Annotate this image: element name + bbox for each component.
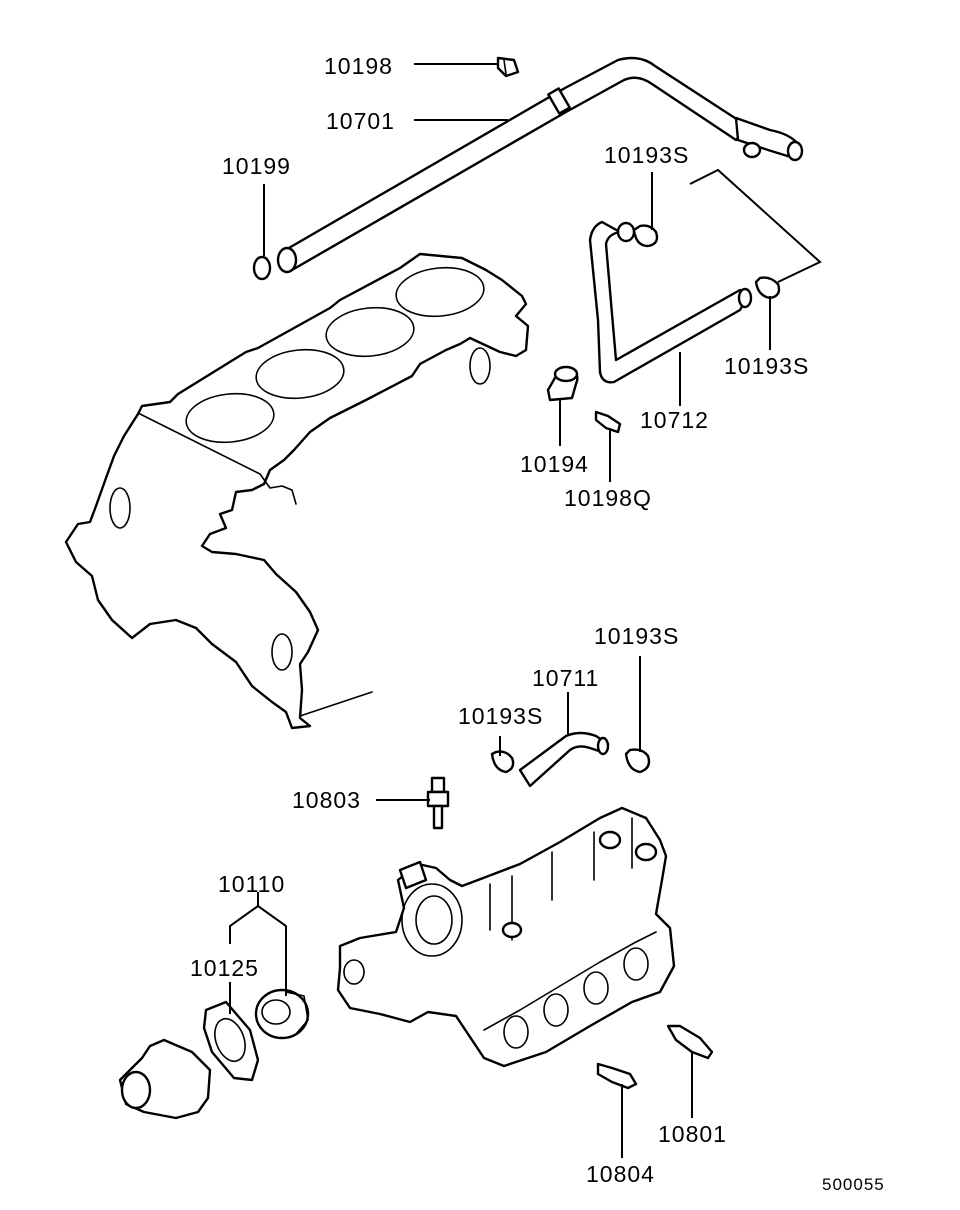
- callout-10801: 10801: [658, 1121, 727, 1147]
- callout-10193s-top: 10193S: [604, 142, 689, 168]
- hose-clamp-b: [754, 276, 781, 300]
- bolt-10198q: [594, 410, 622, 434]
- water-hose: [518, 731, 610, 788]
- bypass-hose: [588, 220, 753, 384]
- sensor-10804: [596, 1062, 638, 1090]
- callout-10803: 10803: [292, 787, 361, 813]
- callout-10701: 10701: [326, 108, 395, 134]
- leader-lines: [229, 63, 822, 1158]
- head-gasket: [64, 252, 530, 730]
- callout-10198: 10198: [324, 53, 393, 79]
- callout-10804: 10804: [586, 1161, 655, 1187]
- sensor-10801: [666, 1024, 714, 1060]
- figure-number: 500055: [822, 1175, 885, 1194]
- hose-clamp-c: [490, 750, 515, 774]
- o-ring: [252, 255, 272, 281]
- callout-10193s-right: 10193S: [724, 353, 809, 379]
- callout-10198q: 10198Q: [564, 485, 652, 511]
- thermostat-case: [118, 1038, 212, 1120]
- thermostat: [254, 988, 310, 1040]
- hose-clamp-d: [624, 748, 651, 774]
- bolt-top: [496, 56, 520, 78]
- sensor-10803: [426, 776, 450, 830]
- callout-10193s-left: 10193S: [458, 703, 543, 729]
- callout-10110: 10110: [218, 871, 285, 897]
- callout-10199: 10199: [222, 153, 291, 179]
- callout-10712: 10712: [640, 407, 709, 433]
- intake-manifold: [336, 806, 676, 1068]
- hose-bracket: [546, 365, 579, 402]
- callout-10194: 10194: [520, 451, 589, 477]
- callout-10193s-mid: 10193S: [594, 623, 679, 649]
- thermostat-gasket: [202, 1000, 260, 1082]
- water-pipe: [276, 56, 804, 274]
- hose-clamp-a: [632, 224, 659, 248]
- callout-10711: 10711: [532, 665, 599, 691]
- callout-10125: 10125: [190, 955, 259, 981]
